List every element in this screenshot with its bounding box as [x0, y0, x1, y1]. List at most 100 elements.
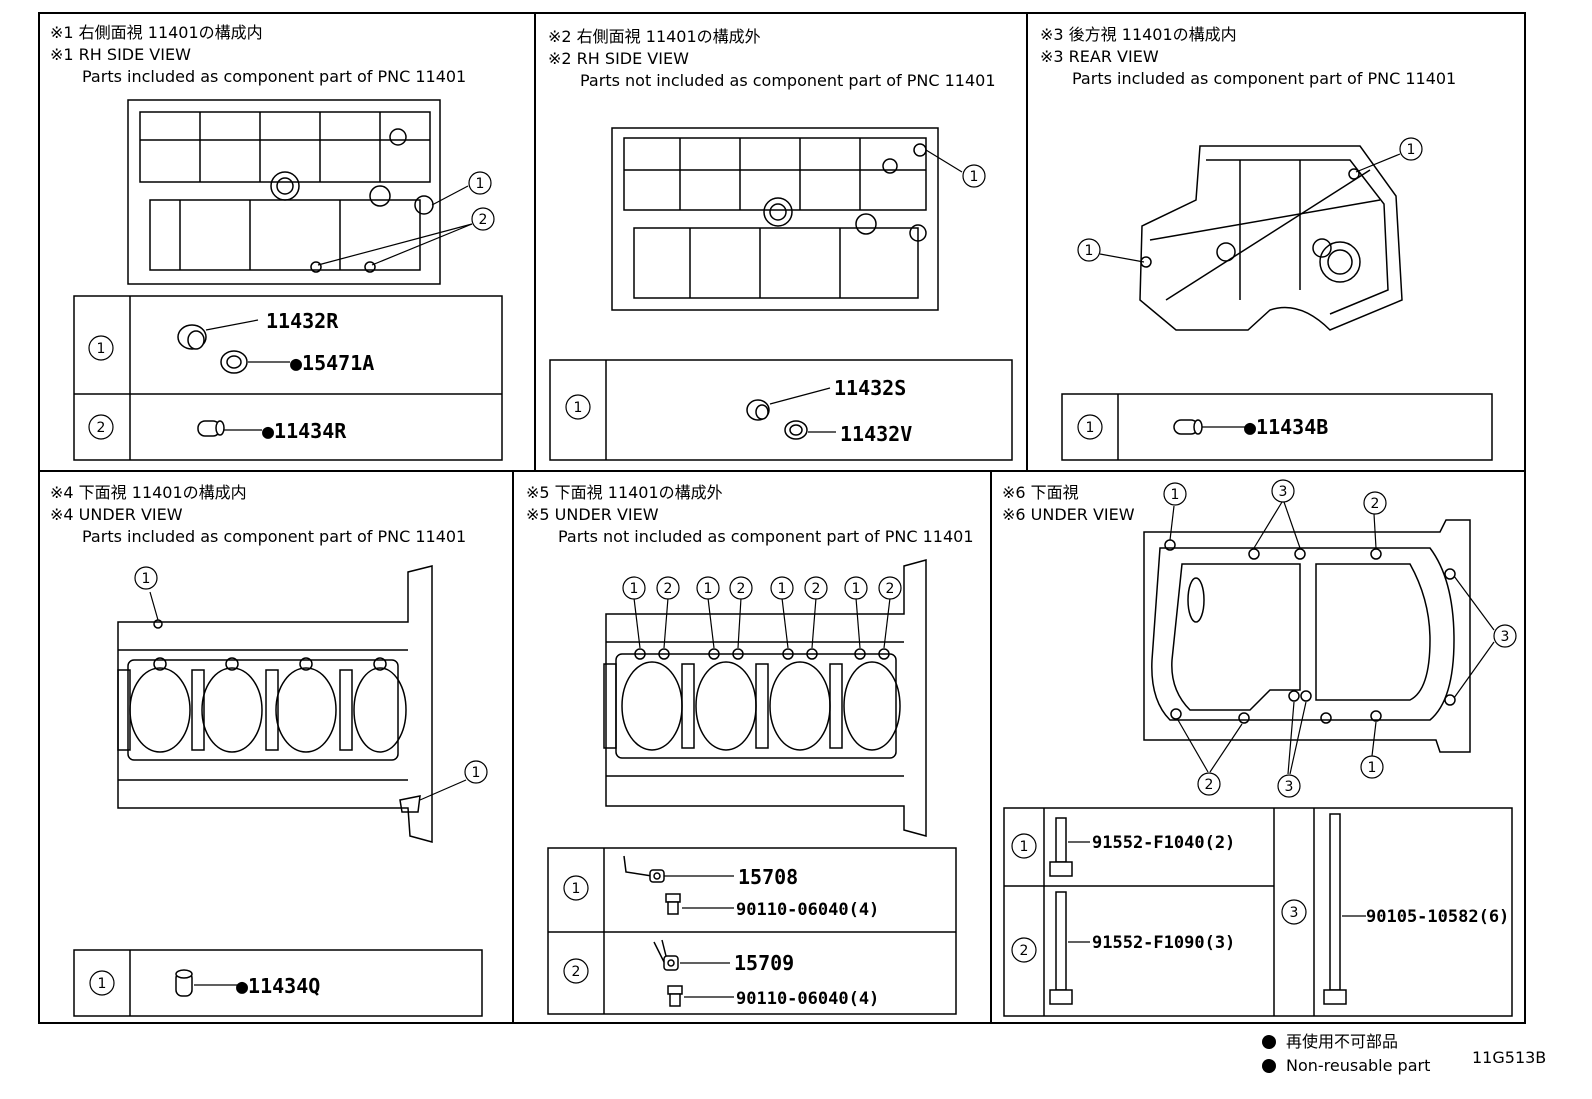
part-number: 11432V [840, 422, 912, 446]
panel-title-jp: ※5 下面視 11401の構成外 [526, 483, 723, 502]
oil-jet-icon [653, 939, 679, 971]
row-number: 1 [1020, 839, 1029, 855]
row-number-marker [565, 394, 591, 420]
panel-note: Parts not included as component part of … [558, 527, 974, 546]
callout-marker [1197, 772, 1221, 796]
bolt-icon [1049, 817, 1073, 877]
panel-title-en: ※1 RH SIDE VIEW [50, 45, 191, 64]
callout-marker [1399, 137, 1423, 161]
callout-marker [1493, 624, 1517, 648]
panel-title-en: ※6 UNDER VIEW [1002, 505, 1135, 524]
part-number: ●11434B [1244, 415, 1328, 439]
panel-title-en: ※5 UNDER VIEW [526, 505, 659, 524]
bolt-icon [667, 985, 683, 1007]
row-number-marker [88, 414, 114, 440]
panel-3-header: ※3 後方視 11401の構成内 ※3 REAR VIEW Parts incl… [1040, 24, 1456, 90]
panel-note: Parts included as component part of PNC … [82, 67, 467, 86]
part-number: 90110-06040(4) [736, 989, 879, 1009]
callout-number: 2 [886, 581, 895, 597]
legend: 再使用不可部品 Non-reusable part [1262, 1030, 1430, 1078]
part-number: 11432R [266, 309, 339, 333]
callout-marker [464, 760, 488, 784]
callout-number: 1 [852, 581, 861, 597]
row-number: 3 [1290, 905, 1299, 921]
callout-number: 1 [142, 571, 151, 587]
row-number: 1 [98, 976, 107, 992]
row-number-marker [1281, 899, 1307, 925]
callout-marker [1277, 774, 1301, 798]
panel-5-header: ※5 下面視 11401の構成外 ※5 UNDER VIEW Parts not… [526, 482, 974, 548]
dowel-pin-icon [1173, 419, 1203, 435]
callout-marker [962, 164, 986, 188]
callout-number: 2 [479, 212, 488, 228]
callout-number: 2 [664, 581, 673, 597]
callout-number: 3 [1501, 629, 1510, 645]
part-number: 90105-10582(6) [1366, 907, 1509, 927]
panel-1-header: ※1 右側面視 11401の構成内 ※1 RH SIDE VIEW Parts … [50, 22, 466, 88]
row-number-marker [1011, 937, 1037, 963]
seal-ring-icon [784, 420, 808, 440]
bolt-icon [1049, 891, 1073, 1005]
row-number: 2 [97, 420, 106, 436]
bullet-icon [1262, 1035, 1276, 1049]
callout-number: 1 [476, 176, 485, 192]
callout-number: 3 [1285, 779, 1294, 795]
dowel-pin-icon [197, 420, 225, 437]
callout-marker [1077, 238, 1101, 262]
panel-2-header: ※2 右側面視 11401の構成外 ※2 RH SIDE VIEW Parts … [548, 26, 996, 92]
callout-marker [1360, 755, 1384, 779]
part-number: 15708 [738, 865, 798, 889]
callout-number: 2 [737, 581, 746, 597]
legend-item-en: Non-reusable part [1262, 1054, 1430, 1078]
divider [512, 470, 514, 1024]
row-number: 1 [572, 881, 581, 897]
part-number: ●15471A [290, 351, 374, 375]
callout-number: 1 [778, 581, 787, 597]
part-number: ●11434Q [236, 974, 320, 998]
callout-number: 2 [812, 581, 821, 597]
callout-marker [622, 576, 646, 600]
callout-marker [878, 576, 902, 600]
divider [1026, 12, 1028, 471]
row-number: 1 [574, 400, 583, 416]
legend-item-jp: 再使用不可部品 [1262, 1030, 1430, 1054]
callout-marker [134, 566, 158, 590]
callout-number: 3 [1279, 484, 1288, 500]
row-number-marker [563, 875, 589, 901]
plug-icon [177, 324, 207, 350]
panel-title-en: ※3 REAR VIEW [1040, 47, 1159, 66]
part-number: 15709 [734, 951, 794, 975]
row-number-marker [89, 970, 115, 996]
callout-marker [804, 576, 828, 600]
panel-4-header: ※4 下面視 11401の構成内 ※4 UNDER VIEW Parts inc… [50, 482, 466, 548]
row-number: 1 [97, 341, 106, 357]
panel-note: Parts not included as component part of … [580, 71, 996, 90]
seal-ring-icon [220, 350, 248, 374]
callout-marker [1163, 482, 1187, 506]
panel-note: Parts included as component part of PNC … [82, 527, 467, 546]
callout-number: 1 [970, 169, 979, 185]
part-number: 91552-F1090(3) [1092, 933, 1235, 953]
callout-marker [471, 207, 495, 231]
callout-marker [844, 576, 868, 600]
callout-number: 1 [472, 765, 481, 781]
oil-jet-icon [623, 855, 665, 883]
bolt-icon [1323, 813, 1347, 1005]
callout-marker [696, 576, 720, 600]
bullet-icon [1262, 1059, 1276, 1073]
row-number-marker [563, 958, 589, 984]
callout-number: 1 [1085, 243, 1094, 259]
panel-title-jp: ※6 下面視 [1002, 483, 1079, 502]
part-number: 91552-F1040(2) [1092, 833, 1235, 853]
panel-title-jp: ※3 後方視 11401の構成内 [1040, 25, 1237, 44]
row-number: 2 [572, 964, 581, 980]
callout-marker [1363, 491, 1387, 515]
plug-icon [746, 399, 770, 421]
row-number-marker [1077, 414, 1103, 440]
callout-marker [1271, 479, 1295, 503]
row-number-marker [1011, 833, 1037, 859]
